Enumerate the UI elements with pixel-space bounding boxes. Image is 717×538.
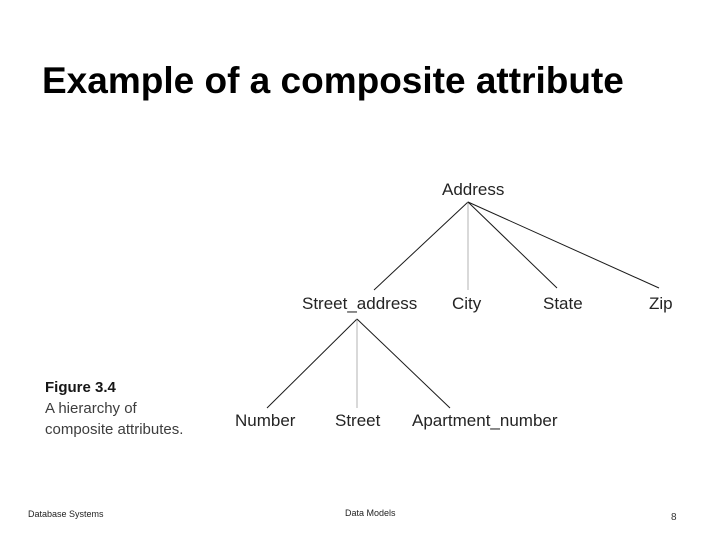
figure-caption-label: Figure 3.4	[45, 379, 116, 396]
footer-page-number: 8	[671, 512, 677, 523]
node-apartment-number: Apartment_number	[412, 411, 558, 430]
edge-street_address-apartment_number	[356, 318, 451, 409]
node-street-address: Street_address	[302, 294, 418, 313]
node-number: Number	[235, 411, 296, 430]
node-state: State	[543, 294, 583, 313]
figure-caption: Figure 3.4 A hierarchy of composite attr…	[45, 377, 183, 440]
footer-course-name: Database Systems	[28, 509, 104, 519]
node-zip: Zip	[649, 294, 673, 313]
edge-address-state	[467, 201, 558, 289]
node-address: Address	[442, 180, 505, 199]
node-street: Street	[335, 411, 381, 430]
edge-address-zip	[467, 201, 660, 289]
footer-section-name: Data Models	[345, 508, 396, 518]
figure-caption-line2: composite attributes.	[45, 421, 184, 438]
slide-title: Example of a composite attribute	[42, 60, 624, 101]
edge-street_address-number	[266, 318, 358, 409]
figure-caption-line1: A hierarchy of	[45, 400, 137, 417]
edge-address-street_address	[373, 201, 469, 291]
node-city: City	[452, 294, 482, 313]
